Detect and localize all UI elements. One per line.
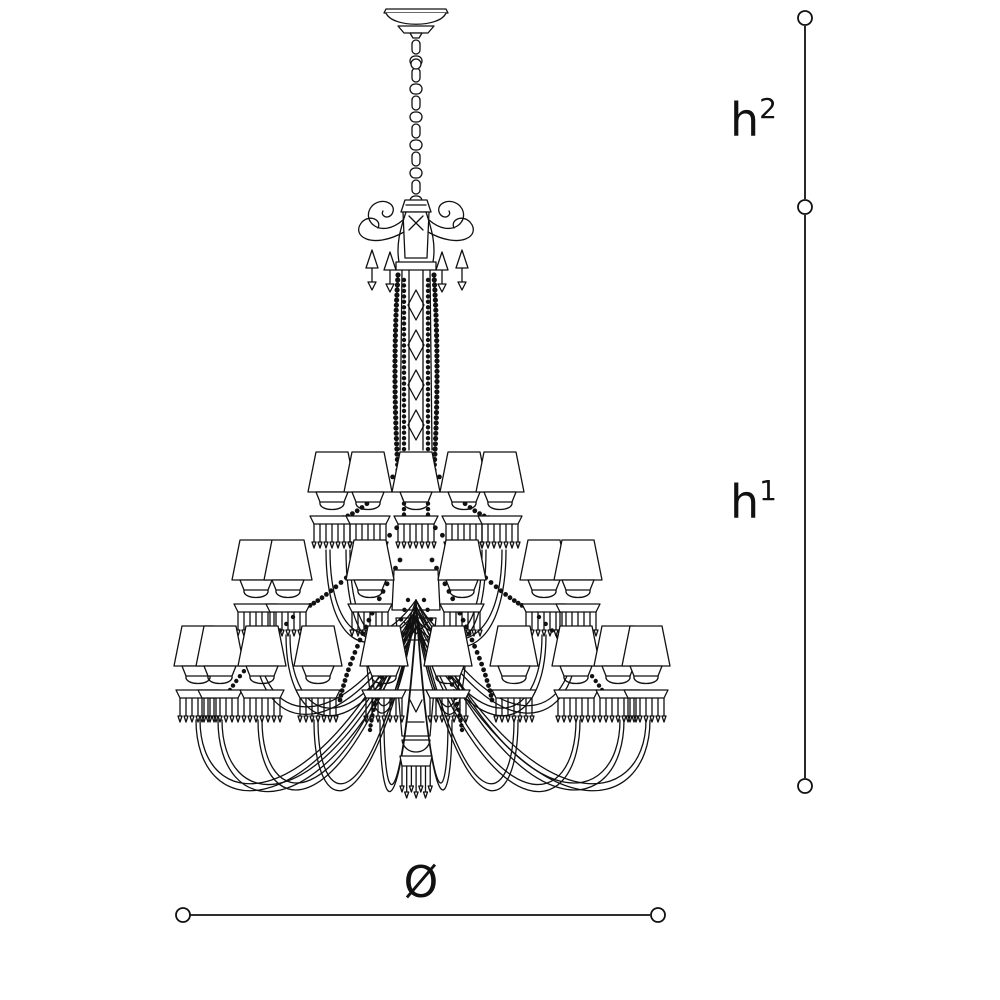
diameter-right-marker: [650, 907, 666, 923]
lamp-shade: [551, 625, 601, 723]
lamp-shade: [621, 625, 671, 723]
diameter-label: Ø: [404, 857, 439, 908]
lamp-shade: [423, 625, 473, 723]
lamp-shade: [439, 451, 489, 549]
lamp-shade: [437, 539, 487, 637]
lamp-shade: [391, 451, 441, 549]
lamp-shade: [195, 625, 245, 723]
lamp-shade: [345, 539, 395, 637]
lamp-shade: [489, 625, 539, 723]
lamp-shade: [237, 625, 287, 723]
chandelier-illustration: [173, 8, 671, 799]
height-top-marker: [797, 10, 813, 26]
height-mid-marker: [797, 199, 813, 215]
lamp-tiers: [173, 451, 671, 723]
suspension-chain: [409, 39, 423, 207]
lamp-shade: [293, 625, 343, 723]
crystal-bead-garlands: [227, 272, 605, 733]
lamp-shade: [553, 539, 603, 637]
upper-height-label: h2: [730, 92, 777, 147]
lamp-shade: [343, 451, 393, 549]
lamp-shade: [359, 625, 409, 723]
ceiling-canopy: [383, 8, 449, 39]
height-dimension-line: [797, 10, 813, 794]
body-height-label: h1: [730, 474, 777, 529]
lamp-shade: [263, 539, 313, 637]
diameter-dimension-line: [175, 907, 666, 923]
lamp-shade: [475, 451, 525, 549]
bottom-crystal-drops: [399, 755, 433, 799]
diameter-left-marker: [175, 907, 191, 923]
crown: [358, 199, 474, 293]
height-bottom-marker: [797, 778, 813, 794]
